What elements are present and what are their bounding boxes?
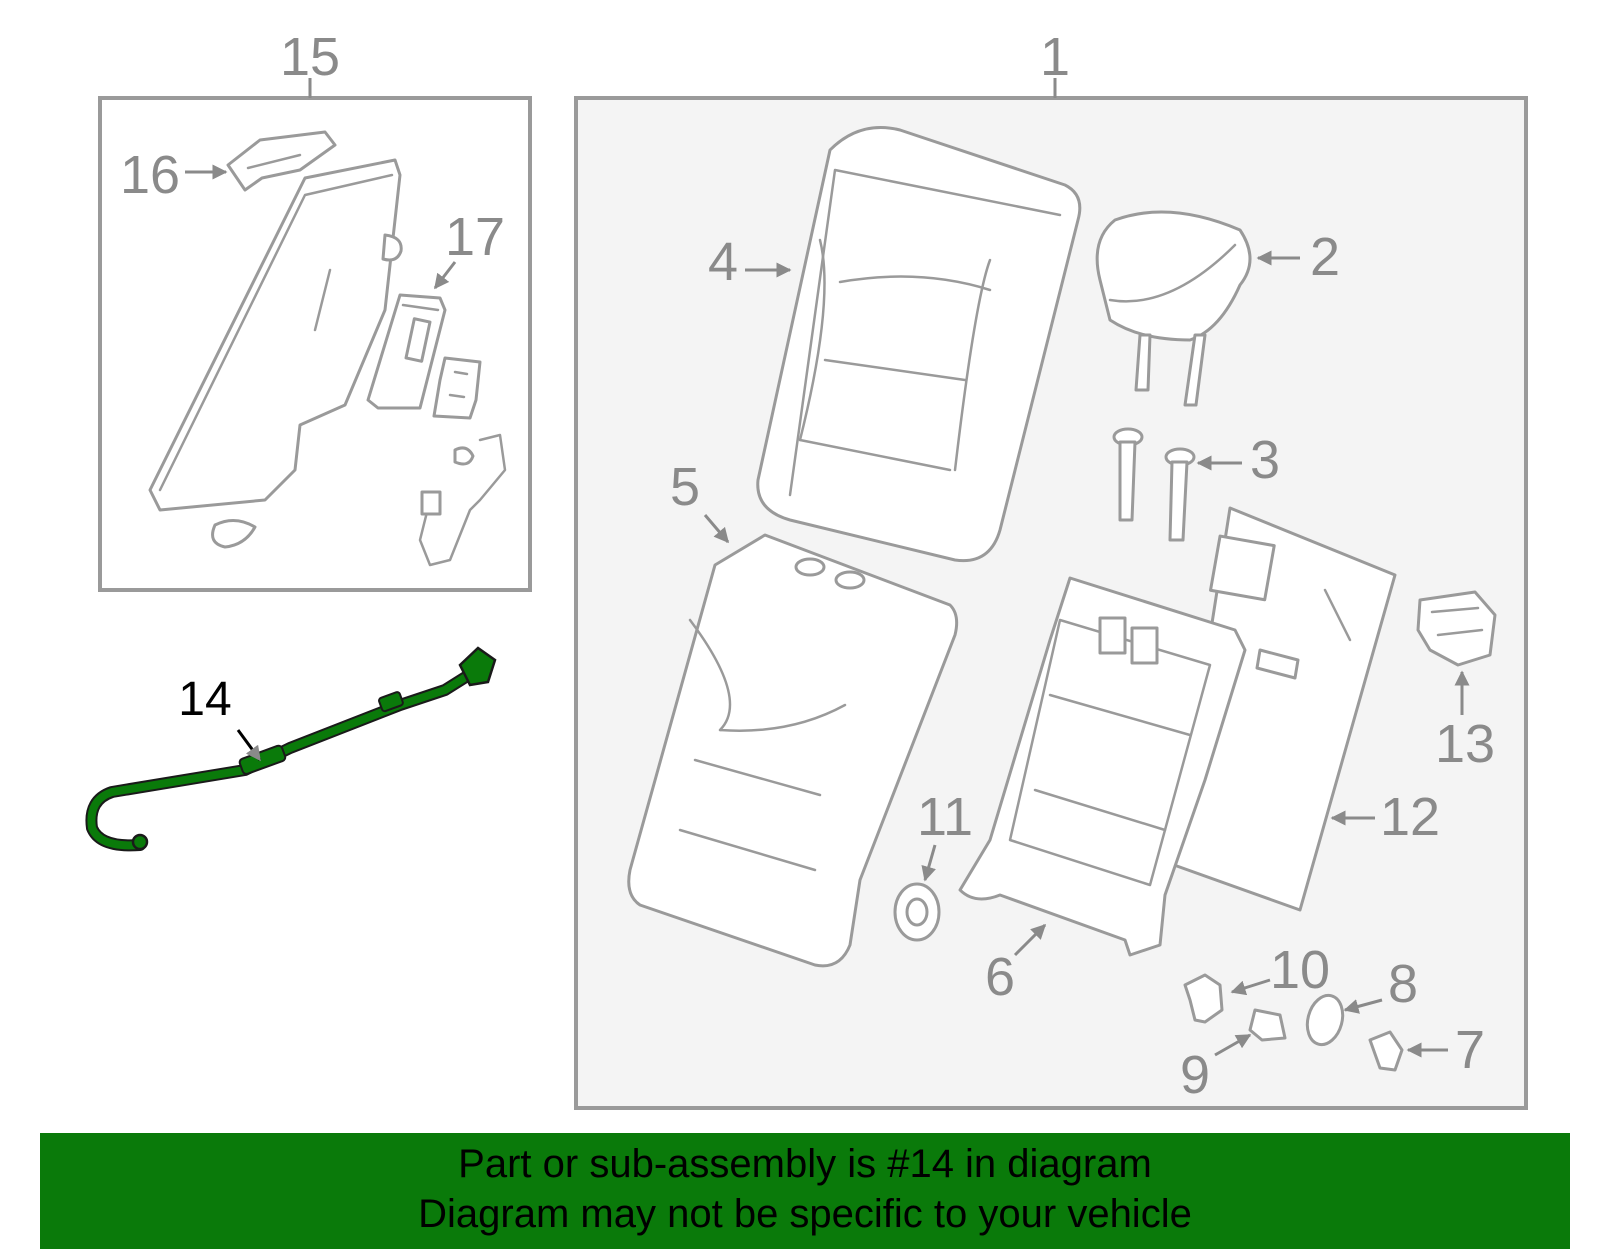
callout-16: 16 (120, 145, 180, 205)
part-8-washer (1305, 993, 1345, 1047)
part-4-cushion (756, 126, 1082, 563)
part-info-banner: Part or sub-assembly is #14 in diagram D… (40, 1133, 1570, 1249)
callout-2: 2 (1310, 227, 1340, 287)
part-2-headrest (1095, 210, 1252, 342)
banner-line-2: Diagram may not be specific to your vehi… (418, 1192, 1192, 1236)
callout-15: 15 (280, 27, 340, 87)
part-14-cable: 14 (85, 646, 497, 852)
part-16-cap (226, 130, 337, 192)
callout-17: 17 (445, 207, 505, 267)
callout-5: 5 (670, 457, 700, 517)
callout-7: 7 (1455, 1020, 1485, 1080)
assembly-box-1: 1 4 2 3 5 (574, 27, 1528, 1110)
part-5-rear-panel (627, 533, 959, 968)
part-10-plug (1183, 973, 1224, 1024)
callout-13: 13 (1435, 714, 1495, 774)
callout-4: 4 (708, 232, 738, 292)
banner-line-1: Part or sub-assembly is #14 in diagram (458, 1142, 1152, 1186)
part-3-guides (1112, 427, 1196, 542)
callout-3: 3 (1250, 430, 1280, 490)
part-11-grommet (893, 882, 941, 942)
callout-11: 11 (917, 787, 973, 847)
part-13-clip (1416, 590, 1497, 667)
part-9-bushing (1248, 1008, 1287, 1042)
callout-9: 9 (1180, 1045, 1210, 1105)
part-6-frame (958, 576, 1247, 957)
side-bolster-panel (148, 158, 402, 512)
callout-12: 12 (1380, 787, 1440, 847)
callout-8: 8 (1388, 954, 1418, 1014)
callout-14: 14 (178, 673, 231, 726)
callout-10: 10 (1270, 940, 1330, 1000)
part-7-pin (1368, 1030, 1404, 1072)
callout-6: 6 (985, 947, 1015, 1007)
assembly-box-15: 15 16 17 (98, 27, 532, 592)
callout-1: 1 (1040, 27, 1070, 87)
